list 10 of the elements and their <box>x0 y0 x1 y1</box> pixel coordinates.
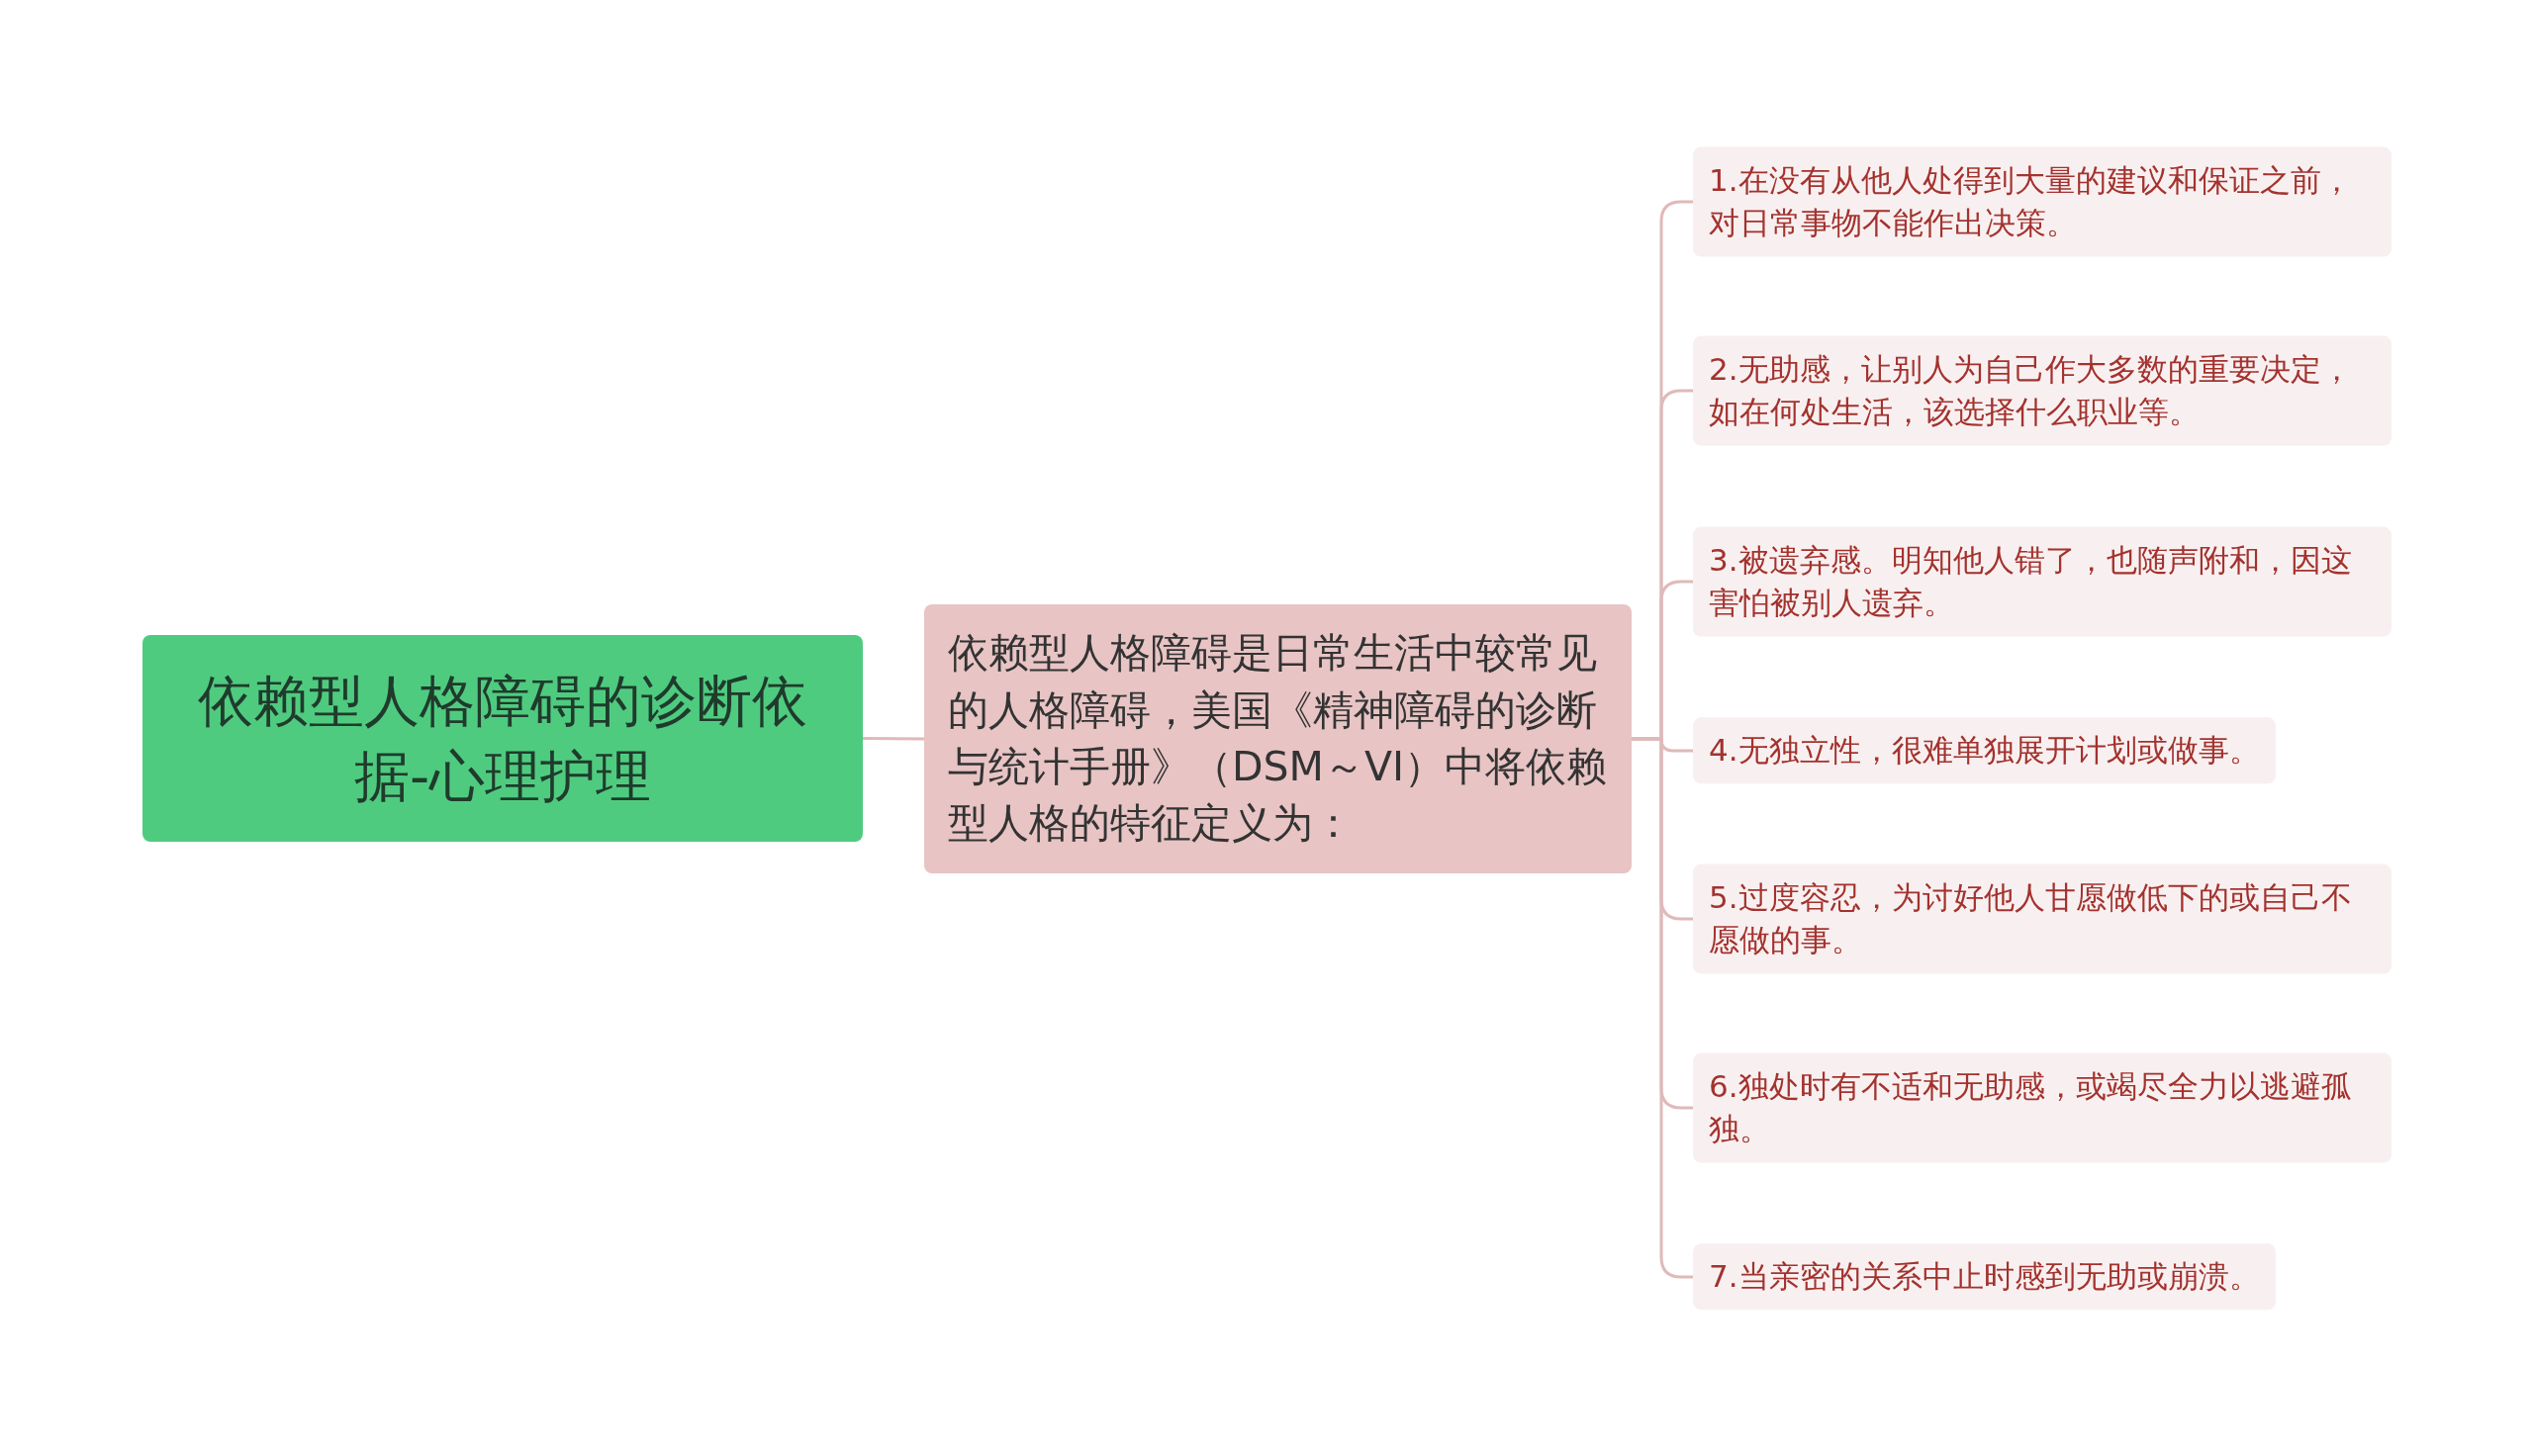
detail-box: 6.独处时有不适和无助感，或竭尽全力以逃避孤独。 <box>1693 1052 2392 1163</box>
root-topic-box: 依赖型人格障碍的诊断依据-心理护理 <box>142 635 863 842</box>
detail-box: 3.被遗弃感。明知他人错了，也随声附和，因这害怕被别人遗弃。 <box>1693 526 2392 637</box>
detail-box: 5.过度容忍，为讨好他人甘愿做低下的或自己不愿做的事。 <box>1693 864 2392 974</box>
detail-box: 7.当亲密的关系中止时感到无助或崩溃。 <box>1693 1243 2276 1311</box>
detail-box: 2.无助感，让别人为自己作大多数的重要决定，如在何处生活，该选择什么职业等。 <box>1693 335 2392 446</box>
connector-line <box>863 737 924 741</box>
detail-box: 1.在没有从他人处得到大量的建议和保证之前，对日常事物不能作出决策。 <box>1693 146 2392 257</box>
detail-box: 4.无独立性，很难单独展开计划或做事。 <box>1693 717 2276 784</box>
subtopic-box: 依赖型人格障碍是日常生活中较常见的人格障碍，美国《精神障碍的诊断与统计手册》（DSM～VI）中将依赖型人格的特征定义为： <box>924 604 1632 873</box>
